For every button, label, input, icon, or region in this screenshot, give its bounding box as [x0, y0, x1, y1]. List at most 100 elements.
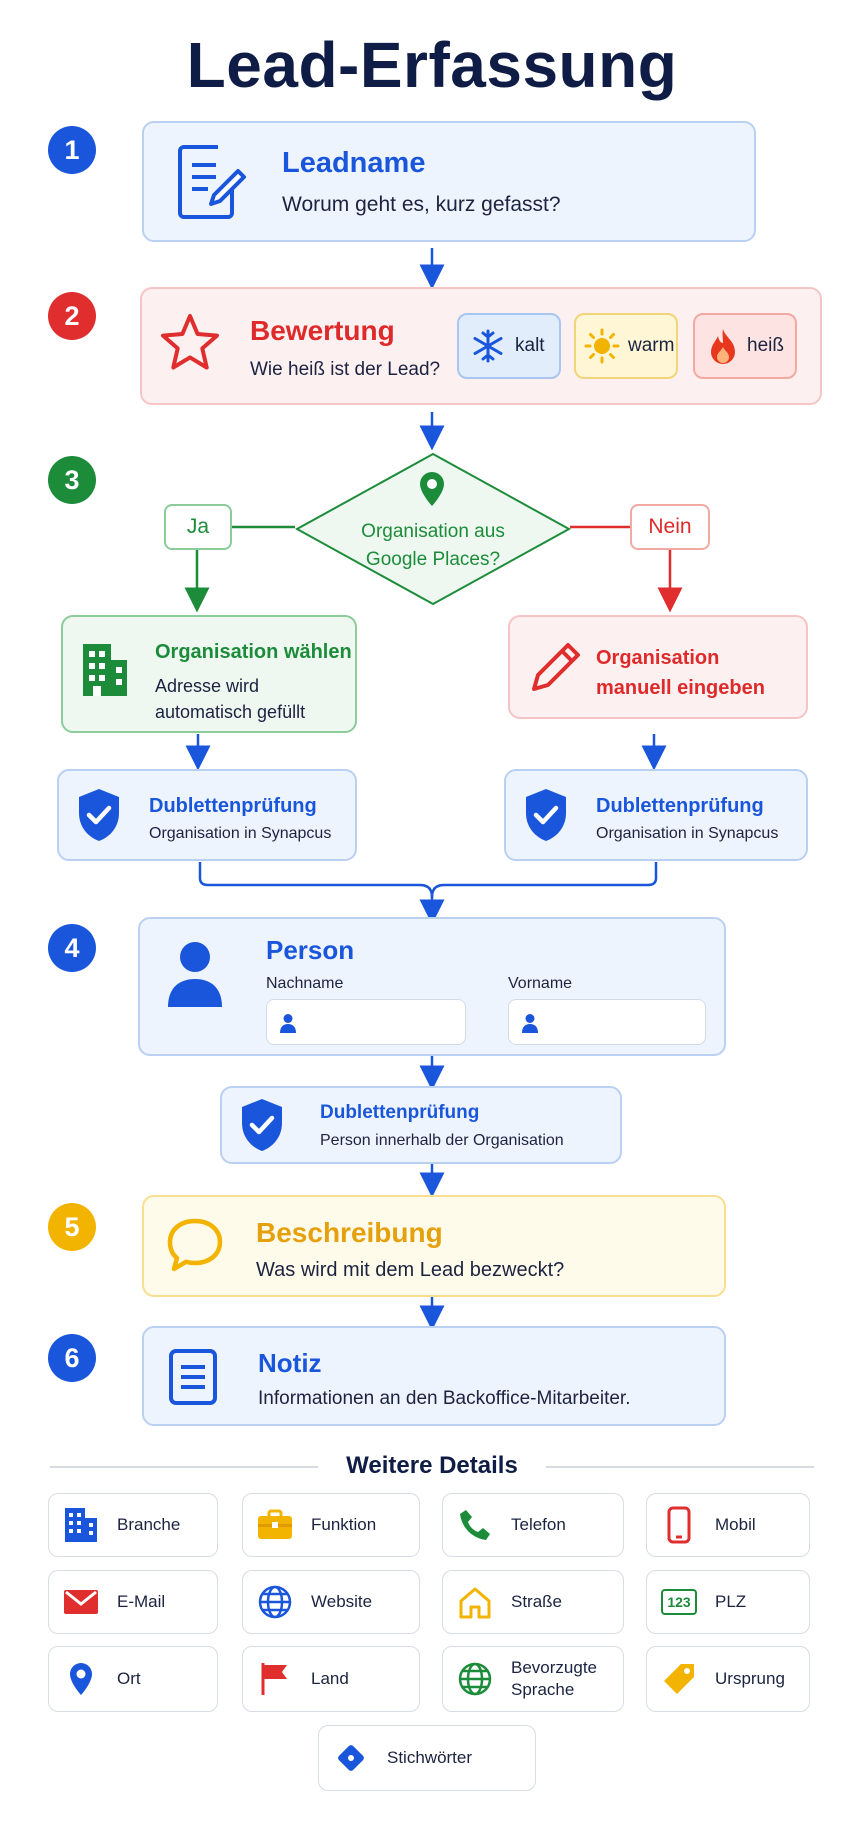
select-organisation-card[interactable]: Organisation wählen Adresse wird automat…	[61, 615, 357, 733]
detail-stichwoerter[interactable]: Stichwörter	[318, 1725, 536, 1791]
firstname-input[interactable]	[508, 999, 706, 1045]
shield-check-icon	[522, 787, 570, 843]
location-pin-icon	[418, 470, 446, 508]
document-edit-icon	[176, 143, 248, 223]
globe-icon	[453, 1661, 497, 1697]
step-6-badge: 6	[48, 1334, 96, 1382]
plz-icon-text: 123	[661, 1589, 697, 1615]
mail-icon	[59, 1588, 103, 1616]
step-5-card[interactable]: Beschreibung Was wird mit dem Lead bezwe…	[142, 1195, 726, 1297]
detail-ort[interactable]: Ort	[48, 1646, 218, 1712]
rating-kalt[interactable]: kalt	[457, 313, 561, 379]
dup-check-org-right-text: Organisation in Synapcus	[596, 825, 779, 842]
lastname-input[interactable]	[266, 999, 466, 1045]
decision-diamond	[294, 451, 572, 607]
note-icon	[168, 1348, 218, 1406]
location-pin-icon	[59, 1661, 103, 1697]
step-6-heading: Notiz	[258, 1348, 322, 1378]
sun-icon	[584, 328, 620, 364]
detail-stichwoerter-label: Stichwörter	[387, 1748, 473, 1767]
step-5-heading: Beschreibung	[256, 1217, 443, 1248]
person-icon	[279, 1013, 297, 1033]
dup-check-org-right: Dublettenprüfung Organisation in Synapcu…	[504, 769, 808, 861]
tag-icon	[657, 1661, 701, 1697]
dup-check-org-left: Dublettenprüfung Organisation in Synapcu…	[57, 769, 357, 861]
step-2-card[interactable]: Bewertung Wie heiß ist der Lead? kalt wa…	[140, 287, 822, 405]
rating-warm-label: warm	[628, 335, 675, 356]
detail-funktion[interactable]: Funktion	[242, 1493, 420, 1557]
house-icon	[453, 1585, 497, 1619]
detail-sprache-label: Bevorzugte Sprache	[511, 1658, 597, 1699]
dup-check-person: Dublettenprüfung Person innerhalb der Or…	[220, 1086, 622, 1164]
detail-mobil[interactable]: Mobil	[646, 1493, 810, 1557]
dup-check-org-left-text: Organisation in Synapcus	[149, 825, 332, 842]
building-icon	[81, 642, 129, 698]
rating-kalt-label: kalt	[515, 335, 545, 356]
shield-check-icon	[75, 787, 123, 843]
detail-branche-label: Branche	[117, 1515, 181, 1534]
detail-email-label: E-Mail	[117, 1592, 166, 1611]
select-organisation-text: Adresse wird automatisch gefüllt	[155, 676, 306, 722]
detail-land-label: Land	[311, 1669, 349, 1688]
firstname-label: Vorname	[508, 975, 573, 992]
detail-strasse[interactable]: Straße	[442, 1570, 624, 1634]
detail-website-label: Website	[311, 1592, 373, 1611]
step-3-badge: 3	[48, 456, 96, 504]
star-icon	[158, 311, 222, 375]
shield-check-icon	[238, 1097, 286, 1153]
step-1-text: Worum geht es, kurz gefasst?	[282, 193, 561, 216]
phone-icon	[453, 1508, 497, 1542]
building-icon	[59, 1506, 103, 1544]
detail-sprache[interactable]: Bevorzugte Sprache	[442, 1646, 624, 1712]
step-1-card[interactable]: Leadname Worum geht es, kurz gefasst?	[142, 121, 756, 242]
person-icon	[166, 939, 224, 1009]
step-1-heading: Leadname	[282, 147, 426, 179]
decision-no-label: Nein	[630, 504, 710, 550]
detail-website[interactable]: Website	[242, 1570, 420, 1634]
rating-heiss-label: heiß	[747, 335, 784, 356]
decision-question: Organisation aus Google Places?	[361, 521, 505, 570]
step-6-text: Informationen an den Backoffice-Mitarbei…	[258, 1388, 631, 1409]
detail-plz-label: PLZ	[715, 1592, 747, 1611]
manual-organisation-heading: Organisation manuell eingeben	[596, 647, 765, 699]
step-5-text: Was wird mit dem Lead bezweckt?	[256, 1259, 565, 1281]
detail-ursprung[interactable]: Ursprung	[646, 1646, 810, 1712]
detail-ursprung-label: Ursprung	[715, 1669, 785, 1688]
page-title: Lead-Erfassung	[186, 29, 678, 101]
speech-bubble-icon	[164, 1215, 226, 1277]
step-5-badge: 5	[48, 1203, 96, 1251]
step-2-text: Wie heiß ist der Lead?	[250, 359, 441, 380]
diamond-icon	[329, 1741, 373, 1775]
detail-plz[interactable]: 123 PLZ	[646, 1570, 810, 1634]
rating-heiss[interactable]: heiß	[693, 313, 797, 379]
lastname-label: Nachname	[266, 975, 344, 992]
detail-telefon[interactable]: Telefon	[442, 1493, 624, 1557]
manual-organisation-card[interactable]: Organisation manuell eingeben	[508, 615, 808, 719]
step-4-card[interactable]: Person Nachname Vorname	[138, 917, 726, 1056]
detail-telefon-label: Telefon	[511, 1515, 566, 1534]
dup-check-person-heading: Dublettenprüfung	[320, 1102, 480, 1123]
dup-check-person-text: Person innerhalb der Organisation	[320, 1132, 564, 1149]
detail-email[interactable]: E-Mail	[48, 1570, 218, 1634]
rating-warm[interactable]: warm	[574, 313, 678, 379]
detail-funktion-label: Funktion	[311, 1515, 377, 1534]
step-6-card[interactable]: Notiz Informationen an den Backoffice-Mi…	[142, 1326, 726, 1426]
detail-branche[interactable]: Branche	[48, 1493, 218, 1557]
detail-land[interactable]: Land	[242, 1646, 420, 1712]
decision-yes-label: Ja	[164, 504, 232, 550]
globe-icon	[253, 1584, 297, 1620]
detail-strasse-label: Straße	[511, 1592, 563, 1611]
step-2-heading: Bewertung	[250, 315, 395, 346]
step-4-badge: 4	[48, 924, 96, 972]
pencil-icon	[528, 639, 584, 695]
detail-ort-label: Ort	[117, 1669, 141, 1688]
briefcase-icon	[253, 1509, 297, 1541]
select-organisation-heading: Organisation wählen	[155, 641, 352, 663]
number-box-icon: 123	[657, 1589, 701, 1615]
step-4-heading: Person	[266, 935, 355, 965]
snowflake-icon	[471, 329, 505, 363]
step-2-badge: 2	[48, 292, 96, 340]
details-heading: Weitere Details	[346, 1452, 518, 1479]
mobile-icon	[657, 1506, 701, 1544]
